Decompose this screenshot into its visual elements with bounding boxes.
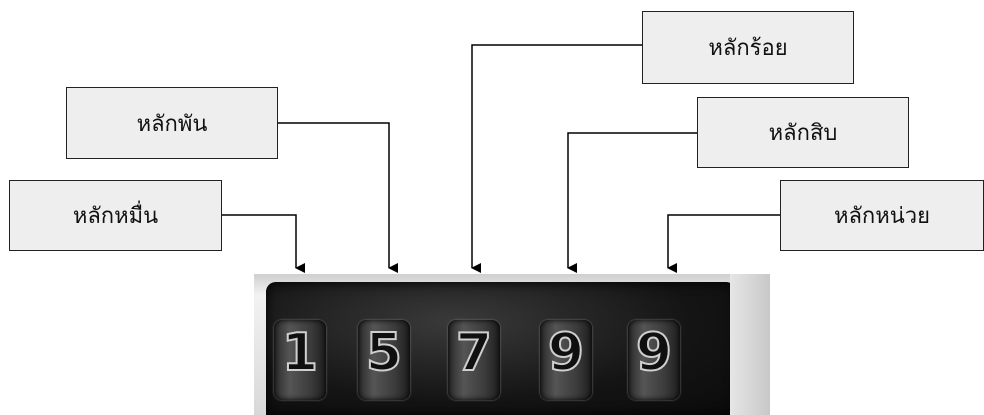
arrow-ten-thousands (222, 214, 305, 273)
digit-wheel-units: 9 (628, 320, 680, 400)
digit-wheel-tens: 9 (540, 320, 592, 400)
digit-wheel-hundreds: 7 (448, 320, 500, 400)
label-thousands: หลักพัน (66, 87, 278, 159)
digit-thousands: 5 (365, 323, 403, 383)
arrow-tens (567, 132, 697, 273)
digit-tens: 9 (547, 323, 585, 383)
digit-hundreds: 7 (455, 323, 493, 383)
odometer-casing (730, 274, 770, 415)
digit-ten-thousands: 1 (281, 323, 319, 383)
digit-units: 9 (635, 323, 673, 383)
arrow-thousands (278, 122, 398, 273)
label-hundreds: หลักร้อย (642, 11, 854, 84)
label-tens: หลักสิบ (697, 97, 909, 168)
arrow-hundreds (471, 44, 642, 273)
odometer-photo: 1 5 7 9 9 (254, 274, 770, 415)
label-ten-thousands: หลักหมื่น (9, 180, 222, 251)
label-units: หลักหน่วย (780, 180, 984, 251)
digit-wheel-thousands: 5 (358, 320, 410, 400)
digit-wheel-ten-thousands: 1 (274, 320, 326, 400)
arrow-units (667, 214, 780, 273)
